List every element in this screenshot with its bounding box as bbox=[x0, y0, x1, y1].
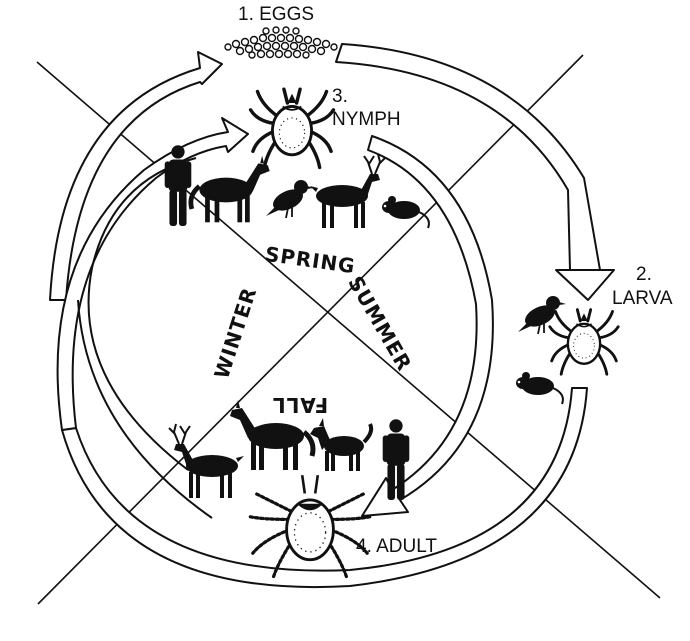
bird-icon bbox=[265, 179, 315, 219]
dog-icon bbox=[308, 416, 374, 473]
larva-tick-icon bbox=[548, 308, 620, 376]
eggs-cluster-icon bbox=[224, 26, 338, 59]
deer-icon bbox=[309, 153, 386, 229]
label-nymph-number: 3. bbox=[332, 86, 348, 107]
season-winter: WINTER bbox=[209, 284, 261, 382]
arrow-to-eggs bbox=[49, 51, 223, 301]
arrow-eggs-to-larva bbox=[335, 43, 615, 301]
horse-icon bbox=[191, 156, 270, 223]
label-nymph: NYMPH bbox=[332, 109, 401, 130]
season-spring: SPRING bbox=[264, 242, 358, 278]
inner-ring bbox=[77, 157, 213, 519]
mouse-icon bbox=[515, 371, 564, 405]
arrow-nymph-to-adult bbox=[361, 135, 494, 517]
season-fall: FALL bbox=[272, 393, 328, 417]
arrow-to-nymph bbox=[56, 117, 249, 431]
label-adult: 4. ADULT bbox=[356, 536, 437, 557]
bird-icon bbox=[517, 295, 567, 335]
season-summer: SUMMER bbox=[343, 272, 417, 375]
mouse-icon bbox=[381, 195, 430, 229]
label-eggs: 1. EGGS bbox=[238, 4, 315, 25]
label-larva-number: 2. bbox=[636, 264, 652, 285]
label-larva: LARVA bbox=[612, 288, 673, 309]
nymph-tick-icon bbox=[248, 87, 336, 170]
adult-tick-icon bbox=[248, 475, 372, 579]
